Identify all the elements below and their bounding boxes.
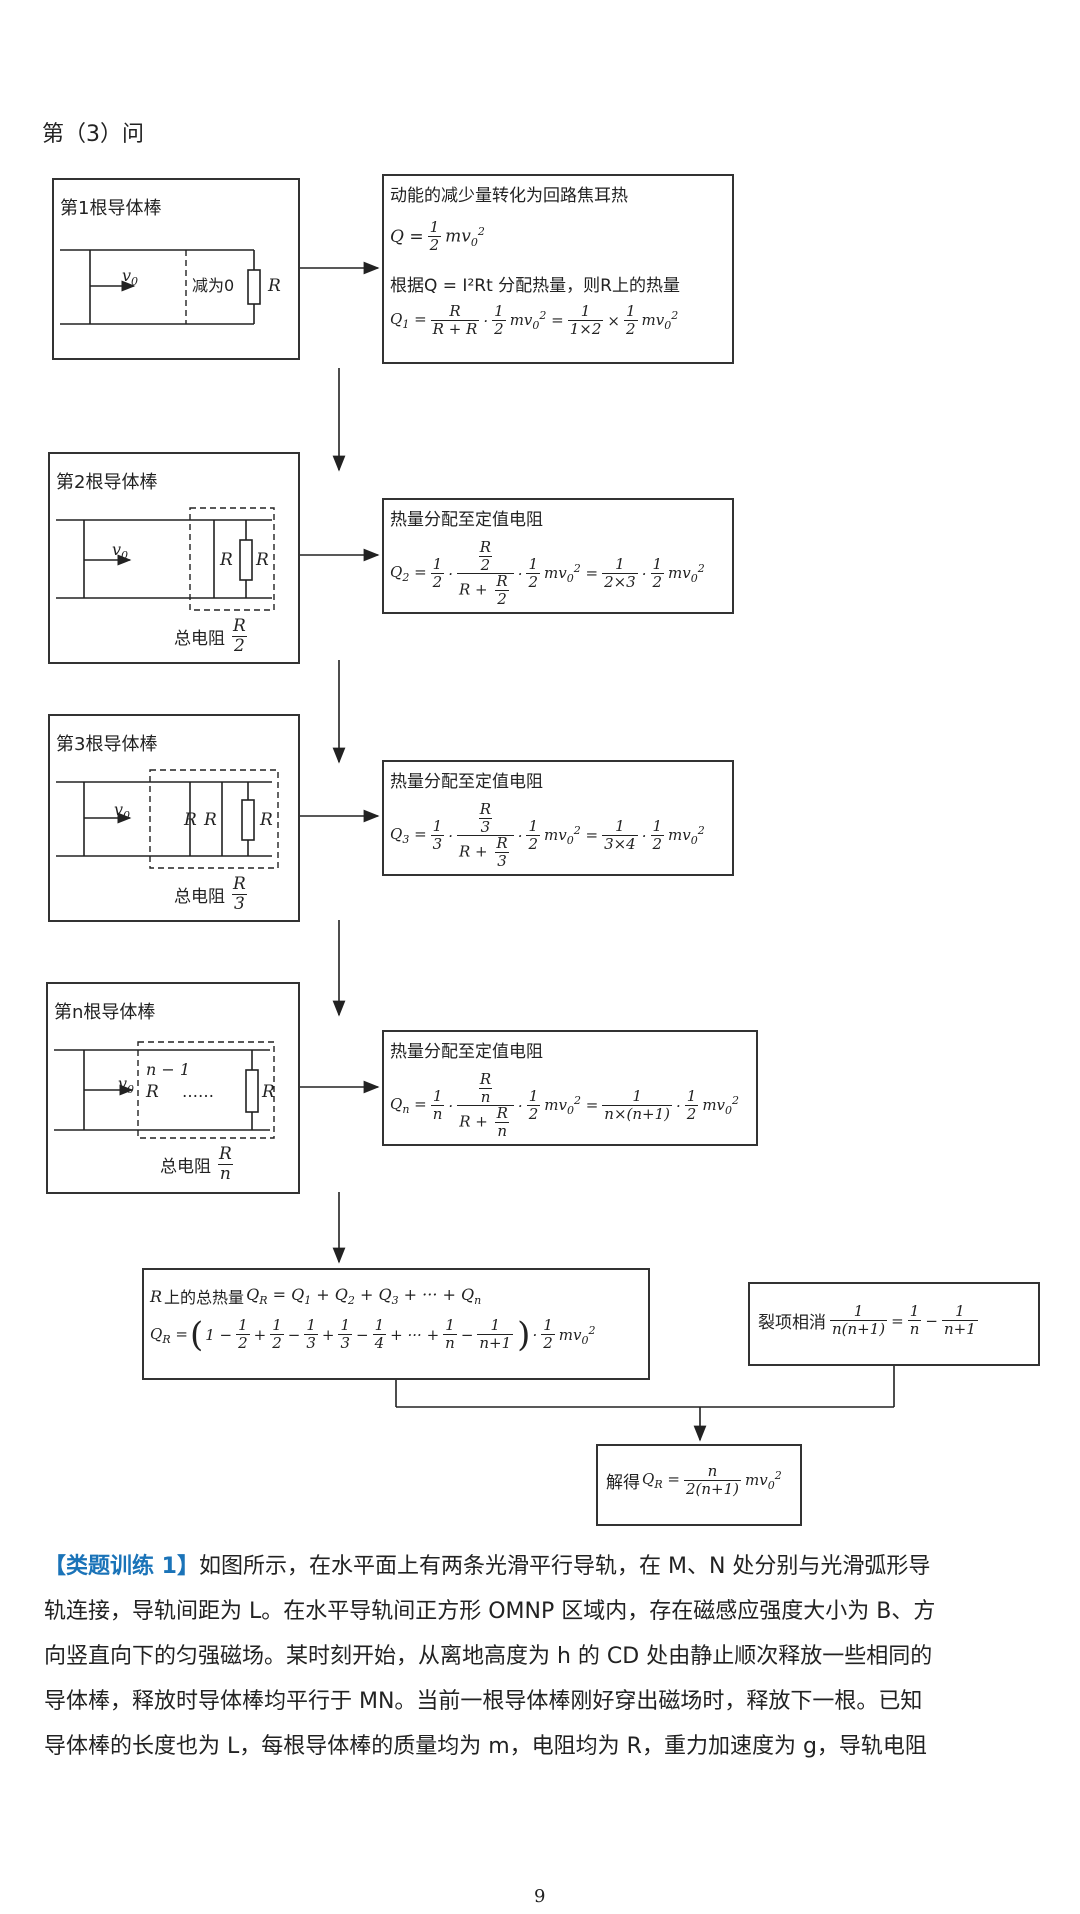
rodn-r-label-right: R [262, 1082, 275, 1102]
rod1-diagram-box: 第1根导体棒 v0 减为0 R [52, 178, 300, 360]
rodn-circuit [54, 1041, 275, 1139]
rod3-title: 第3根导体棒 [56, 734, 158, 755]
rod1-r-label: R [268, 276, 281, 296]
rod1-zero-label: 减为0 [192, 276, 235, 295]
rodn-r-label-left: R [146, 1082, 159, 1102]
rod3-r-label-2: R [204, 810, 217, 830]
rod3-circuit [56, 769, 279, 869]
result3-line1: 热量分配至定值电阻 [390, 772, 543, 792]
page-number: 9 [534, 1886, 546, 1907]
exercise-line-4: 导体棒，释放时导体棒均平行于 MN。当前一根导体棒刚好穿出磁场时，释放下一根。已… [44, 1689, 923, 1714]
rod3-r-label-3: R [260, 810, 273, 830]
rod2-circuit [56, 507, 275, 611]
rodn-dots: …… [182, 1082, 214, 1101]
exercise-line-2: 轨连接，导轨间距为 L。在水平导轨间正方形 OMNP 区域内，存在磁感应强度大小… [44, 1599, 936, 1624]
rod1-title: 第1根导体棒 [60, 198, 162, 219]
rod2-r-label-left: R [220, 550, 233, 570]
rod1-circuit [60, 249, 261, 325]
rodn-n-minus-1: n − 1 [146, 1060, 191, 1079]
rod2-velocity: v0 [112, 540, 129, 563]
exercise-tag: 【类题训练 1】 [44, 1554, 199, 1579]
exercise-paragraph: 【类题训练 1】如图所示，在水平面上有两条光滑平行导轨，在 M、N 处分别与光滑… [44, 1544, 1044, 1769]
rod3-velocity: v0 [114, 800, 131, 823]
rod2-r-label-right: R [256, 550, 269, 570]
resultn-line1: 热量分配至定值电阻 [390, 1042, 543, 1062]
result1-line3: 根据Q = I²Rt 分配热量，则R上的热量 [390, 276, 680, 296]
rodn-velocity: v0 [118, 1074, 135, 1097]
exercise-line-3: 向竖直向下的匀强磁场。某时刻开始，从离地高度为 h 的 CD 处由静止顺次释放一… [44, 1644, 933, 1669]
section-title: 第（3）问 [42, 122, 144, 147]
rod3-r-label-1: R [184, 810, 197, 830]
rodn-title: 第n根导体棒 [54, 1002, 156, 1023]
result1-line1: 动能的减少量转化为回路焦耳热 [390, 186, 628, 206]
exercise-line-1: 【类题训练 1】如图所示，在水平面上有两条光滑平行导轨，在 M、N 处分别与光滑… [44, 1554, 931, 1579]
rod1-velocity: v0 [122, 266, 139, 289]
exercise-line-5: 导体棒的长度也为 L，每根导体棒的质量均为 m，电阻均为 R，重力加速度为 g，… [44, 1734, 927, 1759]
result2-line1: 热量分配至定值电阻 [390, 510, 543, 530]
rod2-title: 第2根导体棒 [56, 472, 158, 493]
